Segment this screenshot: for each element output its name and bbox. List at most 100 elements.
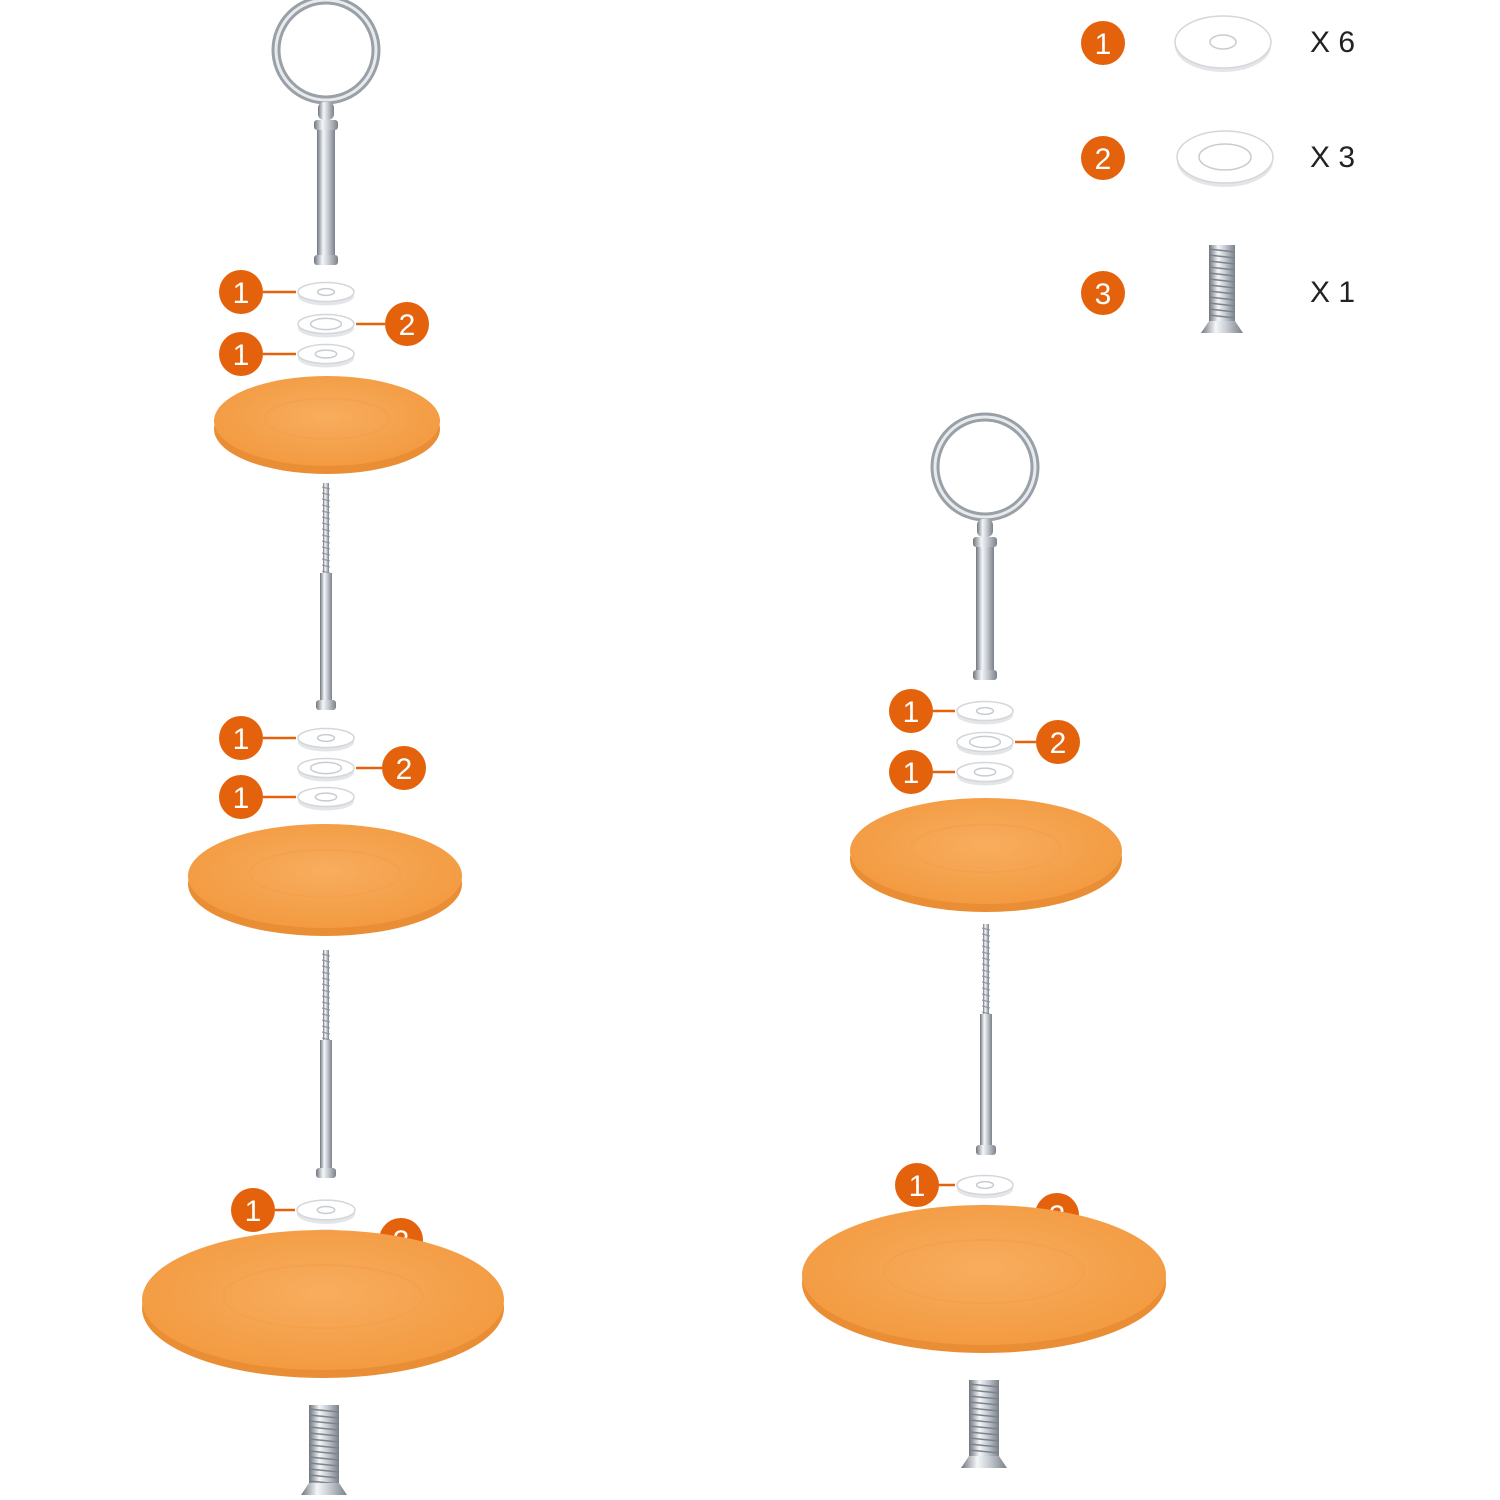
screw-icon [1201, 245, 1243, 333]
thread-line [321, 1007, 331, 1011]
thread-line [321, 983, 331, 987]
badge-circle [219, 270, 263, 314]
rod-thread [323, 950, 329, 1040]
legend-quantity: X 3 [1310, 141, 1355, 174]
screw-thread [1208, 314, 1236, 319]
badge-number: 2 [1050, 727, 1067, 760]
screw-head [1201, 321, 1243, 333]
handle-base [314, 255, 338, 265]
badge-circle [895, 1163, 939, 1207]
washer-hole [316, 733, 336, 743]
screw-thread [308, 1414, 340, 1419]
rod-thread [323, 483, 329, 573]
legend-quantity: X 1 [1310, 276, 1355, 309]
thread-line [321, 510, 331, 514]
thread-line [981, 999, 991, 1003]
ring-handle-icon [930, 412, 1040, 680]
plate-face [802, 1205, 1166, 1345]
screw-thread [968, 1413, 1000, 1418]
badge-circle [219, 332, 263, 376]
washer-hole [316, 1205, 336, 1215]
thread-line [321, 953, 331, 957]
washer-icon [296, 1199, 356, 1224]
washer-icon [297, 343, 355, 368]
thread-line [321, 1037, 331, 1041]
washer-hole [1209, 34, 1237, 50]
washer-icon [956, 700, 1014, 725]
ring-washer-icon [1176, 130, 1274, 187]
washer-hole [968, 735, 1002, 749]
handle-collar [973, 537, 997, 547]
thread-line [321, 1001, 331, 1005]
badge-circle [219, 775, 263, 819]
thread-line [321, 959, 331, 963]
thread-line [981, 945, 991, 949]
plate-icon [142, 1230, 504, 1378]
thread-line [321, 1019, 331, 1023]
number-badge: 2 [382, 746, 426, 790]
thread-line [321, 528, 331, 532]
thread-line [981, 993, 991, 997]
washer-hole [314, 792, 338, 802]
thread-line [321, 504, 331, 508]
handle-ring-shine [933, 415, 1037, 519]
thread-line [981, 933, 991, 937]
badge-number: 1 [245, 1195, 262, 1228]
thread-line [981, 981, 991, 985]
number-badge: 1 [889, 689, 933, 733]
screw-thread [968, 1407, 1000, 1412]
washer-stack: 1 2 1 [219, 716, 426, 819]
handle-shaft [976, 547, 994, 670]
connecting-rod-icon [316, 950, 336, 1178]
ring-handle-icon [271, 0, 381, 265]
plate-face [188, 824, 462, 928]
number-badge: 2 [1081, 136, 1125, 180]
screw-thread [1208, 290, 1236, 295]
badge-number: 2 [399, 309, 416, 342]
badge-circle [1081, 136, 1125, 180]
screw-thread [1208, 308, 1236, 313]
thread-line [321, 564, 331, 568]
badge-number: 1 [903, 757, 920, 790]
number-badge: 1 [219, 716, 263, 760]
thread-line [321, 540, 331, 544]
washer-icon [297, 281, 355, 306]
thread-line [321, 1025, 331, 1029]
washer-hole [975, 1180, 995, 1190]
screw-thread [968, 1449, 1000, 1454]
screw-thread [968, 1383, 1000, 1388]
badge-number: 1 [909, 1170, 926, 1203]
plate-icon [214, 376, 440, 474]
washer-icon [297, 727, 355, 752]
thread-line [981, 975, 991, 979]
rod-collar [976, 1145, 996, 1155]
washer-icon [297, 757, 355, 782]
thread-line [321, 995, 331, 999]
thread-line [321, 546, 331, 550]
screw-thread [968, 1437, 1000, 1442]
plate-icon [188, 824, 462, 936]
number-badge: 1 [219, 775, 263, 819]
plate-well [263, 397, 391, 440]
connecting-rod-icon [976, 924, 996, 1155]
screw-thread [1208, 302, 1236, 307]
badge-number: 3 [1095, 278, 1112, 311]
screw-thread [1208, 266, 1236, 271]
screw-thread [1208, 296, 1236, 301]
rod-thread [983, 924, 989, 1014]
badge-number: 1 [233, 723, 250, 756]
screw-icon [301, 1405, 347, 1495]
washer-icon [297, 786, 355, 811]
plate-face [850, 798, 1122, 904]
number-badge: 1 [889, 750, 933, 794]
three-tier-stack: 121121121 [142, 0, 504, 1495]
screw-thread [308, 1456, 340, 1461]
thread-line [981, 951, 991, 955]
washer-icon [956, 1174, 1014, 1199]
handle-base [973, 670, 997, 680]
washer-hole [975, 706, 995, 716]
screw-thread [308, 1420, 340, 1425]
rod-collar [316, 700, 336, 710]
